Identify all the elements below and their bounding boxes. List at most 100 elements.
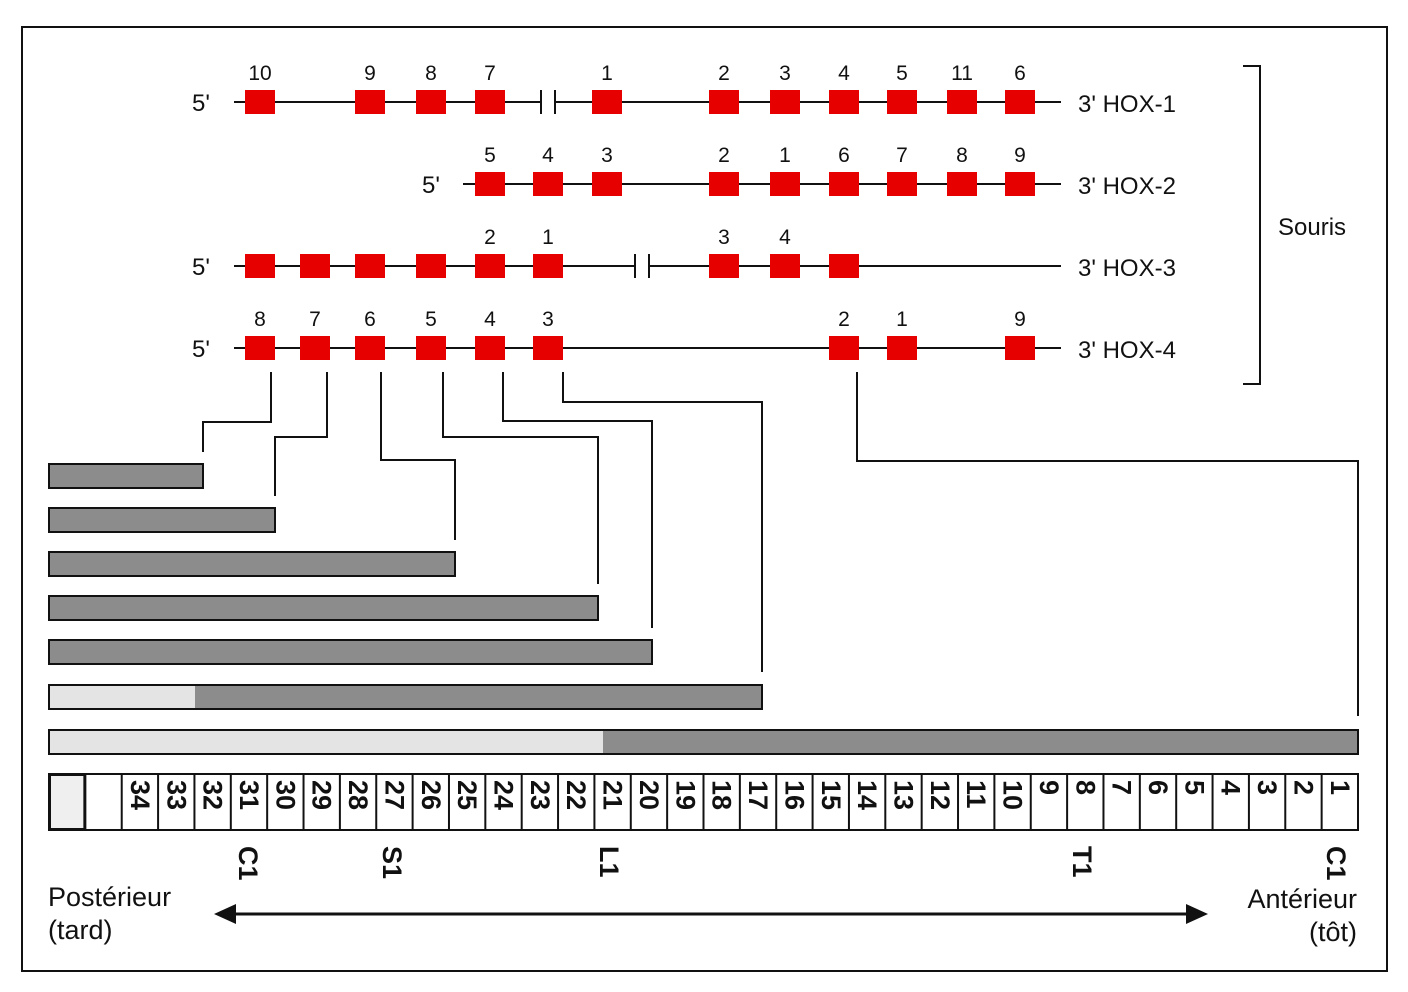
segment-number: 11 [961, 780, 991, 809]
expression-bar [48, 639, 653, 665]
gene-number: 3 [601, 144, 613, 167]
expression-bar [48, 595, 599, 621]
gene-box [887, 90, 917, 114]
gene-number: 4 [542, 144, 554, 167]
segment-number: 27 [379, 780, 409, 810]
gene-box [475, 336, 505, 360]
gene-box [1005, 336, 1035, 360]
segment-number: 22 [561, 780, 591, 810]
gene-number: 3 [779, 62, 791, 85]
gene-number: 8 [254, 308, 266, 331]
posterior-sublabel: (tard) [48, 915, 113, 945]
gene-box [887, 336, 917, 360]
gene-number: 2 [718, 144, 730, 167]
region-label-c1-posterior: C1 [233, 846, 263, 881]
gene-box [1005, 90, 1035, 114]
gene-box [245, 90, 275, 114]
segment-number: 2 [1288, 780, 1318, 795]
gene-number: 11 [951, 62, 973, 85]
gene-number: 5 [425, 308, 437, 331]
gene-box [829, 336, 859, 360]
cluster-name: 3' HOX-3 [1078, 255, 1176, 282]
gene-number: 1 [542, 226, 554, 249]
gene-box [592, 172, 622, 196]
gene-box [887, 172, 917, 196]
gene-box [355, 254, 385, 278]
gene-number: 5 [896, 62, 908, 85]
gene-number: 5 [484, 144, 496, 167]
gene-box [475, 254, 505, 278]
segment-number: 3 [1252, 780, 1282, 795]
expression-bar [48, 551, 456, 577]
gene-number: 1 [601, 62, 613, 85]
gene-box [770, 172, 800, 196]
segment-number: 21 [598, 780, 628, 810]
gene-box [829, 172, 859, 196]
gene-box [709, 254, 739, 278]
gene-number: 6 [838, 144, 850, 167]
segment-blank [49, 774, 86, 830]
segment-number: 23 [525, 780, 555, 810]
gene-number: 4 [779, 226, 791, 249]
species-bracket: Souris [1243, 65, 1346, 385]
gene-box [355, 336, 385, 360]
segment-number: 20 [634, 780, 664, 810]
gene-box [829, 254, 859, 278]
segment-number: 24 [489, 780, 519, 810]
segment-number: 14 [852, 780, 882, 810]
gene-box [1005, 172, 1035, 196]
gene-box [770, 90, 800, 114]
arrow-right-icon [1186, 904, 1208, 924]
gene-box [416, 90, 446, 114]
expression-bar [48, 684, 763, 710]
gene-box [947, 90, 977, 114]
anterior-label: Antérieur [1247, 884, 1357, 914]
posterior-label: Postérieur [48, 882, 171, 912]
segment-number: 25 [452, 780, 482, 810]
five-prime-label: 5' [192, 336, 210, 363]
gene-box [416, 254, 446, 278]
segment-number: 12 [925, 780, 955, 810]
cluster-name: 3' HOX-2 [1078, 173, 1176, 200]
five-prime-label: 5' [192, 254, 210, 281]
gene-box [709, 172, 739, 196]
gene-row [245, 336, 1035, 360]
segment-number: 9 [1034, 780, 1064, 795]
expression-bar [48, 507, 276, 533]
cluster-hox-4: 5' 8 7 6 5 4 3 2 1 9 3' HOX-4 [192, 308, 1176, 364]
gene-number: 9 [364, 62, 376, 85]
arrow-left-icon [214, 904, 236, 924]
expression-bar [48, 729, 1359, 755]
gene-box [947, 172, 977, 196]
five-prime-label: 5' [192, 90, 210, 117]
segment-number: 19 [670, 780, 700, 810]
segment-number: 29 [307, 780, 337, 810]
gene-number: 8 [425, 62, 437, 85]
expression-bars [48, 463, 1359, 755]
gene-box [475, 90, 505, 114]
gene-box [533, 336, 563, 360]
gene-number: 2 [838, 308, 850, 331]
gene-number: 1 [779, 144, 791, 167]
segment-number: 28 [343, 780, 373, 810]
gene-box [355, 90, 385, 114]
frame [21, 26, 1388, 972]
connector-lines [202, 372, 1359, 716]
gene-number: 7 [309, 308, 321, 331]
expression-bar [48, 463, 204, 489]
segment-number: 1 [1325, 780, 1355, 795]
gene-box [300, 254, 330, 278]
gene-box [245, 336, 275, 360]
segment-number: 33 [161, 780, 191, 810]
segment-number: 17 [743, 780, 773, 810]
gene-box [709, 90, 739, 114]
gene-box [416, 336, 446, 360]
region-label-t1: T1 [1067, 846, 1097, 878]
gene-row [475, 172, 1035, 196]
gene-number: 4 [484, 308, 496, 331]
gene-box [533, 254, 563, 278]
gene-box [770, 254, 800, 278]
gene-number: 7 [484, 62, 496, 85]
